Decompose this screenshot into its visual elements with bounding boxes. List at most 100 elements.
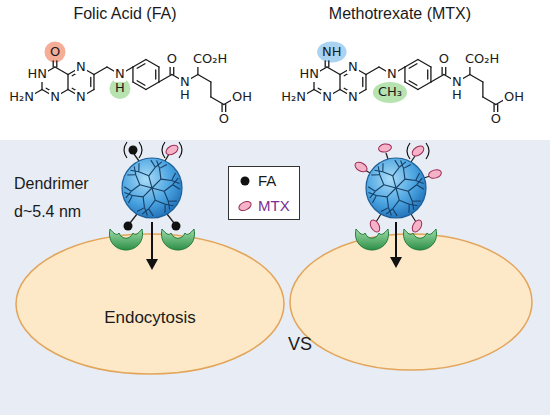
bond (86, 90, 94, 95)
versus-label: VS (288, 334, 312, 356)
atom-label: N (347, 90, 359, 105)
atom-label: H (114, 81, 126, 96)
bond (158, 67, 159, 82)
atom-label: O (49, 45, 61, 60)
bond (397, 67, 405, 72)
dendrimer-branch (149, 200, 156, 209)
bond (427, 70, 428, 79)
atom-label: O (166, 52, 178, 67)
dendrimer-branch (412, 200, 420, 201)
bond (320, 67, 327, 71)
bond (358, 90, 366, 95)
mtx-legend-label: MTX (257, 197, 291, 214)
dendrimer-branch (132, 196, 143, 197)
legend-box: FAMTX (228, 166, 300, 220)
dendrimer-branch (399, 200, 409, 204)
bond (482, 82, 483, 97)
structure-title: Folic Acid (FA) (72, 5, 177, 23)
bond (53, 61, 54, 67)
dendrimer-branch (396, 188, 408, 191)
bond (365, 75, 366, 90)
bond (211, 97, 224, 105)
dendrimer-branch (393, 209, 397, 216)
bond (325, 61, 326, 67)
atom-label: HN (26, 67, 48, 82)
dendrimer-branch (401, 160, 404, 168)
dendrimer-branch (408, 185, 417, 192)
dendrimer-branch (408, 204, 409, 212)
cell: Endocytosis (15, 233, 285, 375)
process-label: Endocytosis (104, 308, 196, 328)
dendrimer-branch (152, 188, 155, 200)
dendrimer-branch (131, 185, 140, 192)
atom-label: N (386, 67, 398, 82)
dendrimer-branch (409, 204, 417, 205)
highlight-circle (317, 42, 347, 63)
bond (56, 61, 57, 67)
bond (404, 67, 405, 82)
dendrimer-branch (157, 160, 160, 168)
bond (60, 90, 68, 95)
dendrimer-branch (416, 173, 420, 180)
dendrimer-branch (152, 179, 161, 188)
dendrimer-branch (149, 209, 153, 216)
dendrimer-branch (136, 175, 140, 185)
dendrimer-branch (172, 180, 180, 183)
bond (155, 70, 156, 79)
bond (470, 75, 483, 83)
dendrimer-branch (387, 188, 396, 197)
dendrimer-branch (380, 175, 384, 185)
dendrimer-branch (127, 174, 135, 175)
atom-label: HN (298, 67, 320, 82)
bond (307, 90, 314, 94)
dendrimer-branch (161, 179, 172, 180)
dendrimer-branch (139, 172, 149, 176)
atom-label: N (75, 60, 87, 75)
bond (339, 75, 340, 90)
legend-swatch (236, 199, 254, 213)
dendrimer-branch (149, 167, 156, 176)
dendrimer-branch (126, 191, 131, 197)
bond (362, 78, 363, 87)
bond (469, 67, 470, 75)
bond (190, 75, 198, 80)
atom-label: H (451, 88, 463, 103)
atom-label: O (438, 52, 450, 67)
atom-label: N (347, 60, 359, 75)
dendrimer-branch (371, 174, 379, 175)
dendrimer-branch (393, 176, 396, 188)
dendrimer-branch (152, 188, 164, 191)
dendrimer (366, 158, 426, 218)
dendrimer-branch (393, 167, 400, 176)
dendrimer-branch (160, 164, 167, 168)
bond (418, 82, 431, 90)
bond (133, 60, 146, 68)
optional-brackets (124, 142, 429, 159)
folate-receptors (109, 229, 436, 250)
dendrimer-branch (130, 170, 138, 171)
dendrimer-branch (128, 196, 132, 203)
dendrimer-branch (370, 191, 375, 197)
bond (94, 67, 107, 75)
dendrimer-branch (374, 170, 382, 171)
dendrimer-branch (382, 163, 383, 171)
bond (328, 61, 329, 67)
mtx-ligands (164, 143, 442, 234)
dendrimer-branch (164, 204, 165, 212)
dendrimer-branch (417, 185, 424, 189)
bond (137, 64, 145, 68)
dendrimer-branch (416, 180, 424, 183)
highlight-circle (373, 82, 407, 103)
bond (332, 90, 340, 95)
dendrimer-branch (173, 185, 180, 189)
dendrimer-branch (396, 179, 405, 188)
bond (146, 60, 159, 68)
cell-membrane (16, 234, 284, 374)
bond (418, 60, 431, 68)
atom-label: N (321, 90, 333, 105)
dendrimer-branch (372, 196, 376, 203)
atom-label: N (49, 90, 61, 105)
bond (55, 67, 68, 75)
bond (483, 97, 496, 105)
dendrimer-branch (151, 160, 155, 167)
